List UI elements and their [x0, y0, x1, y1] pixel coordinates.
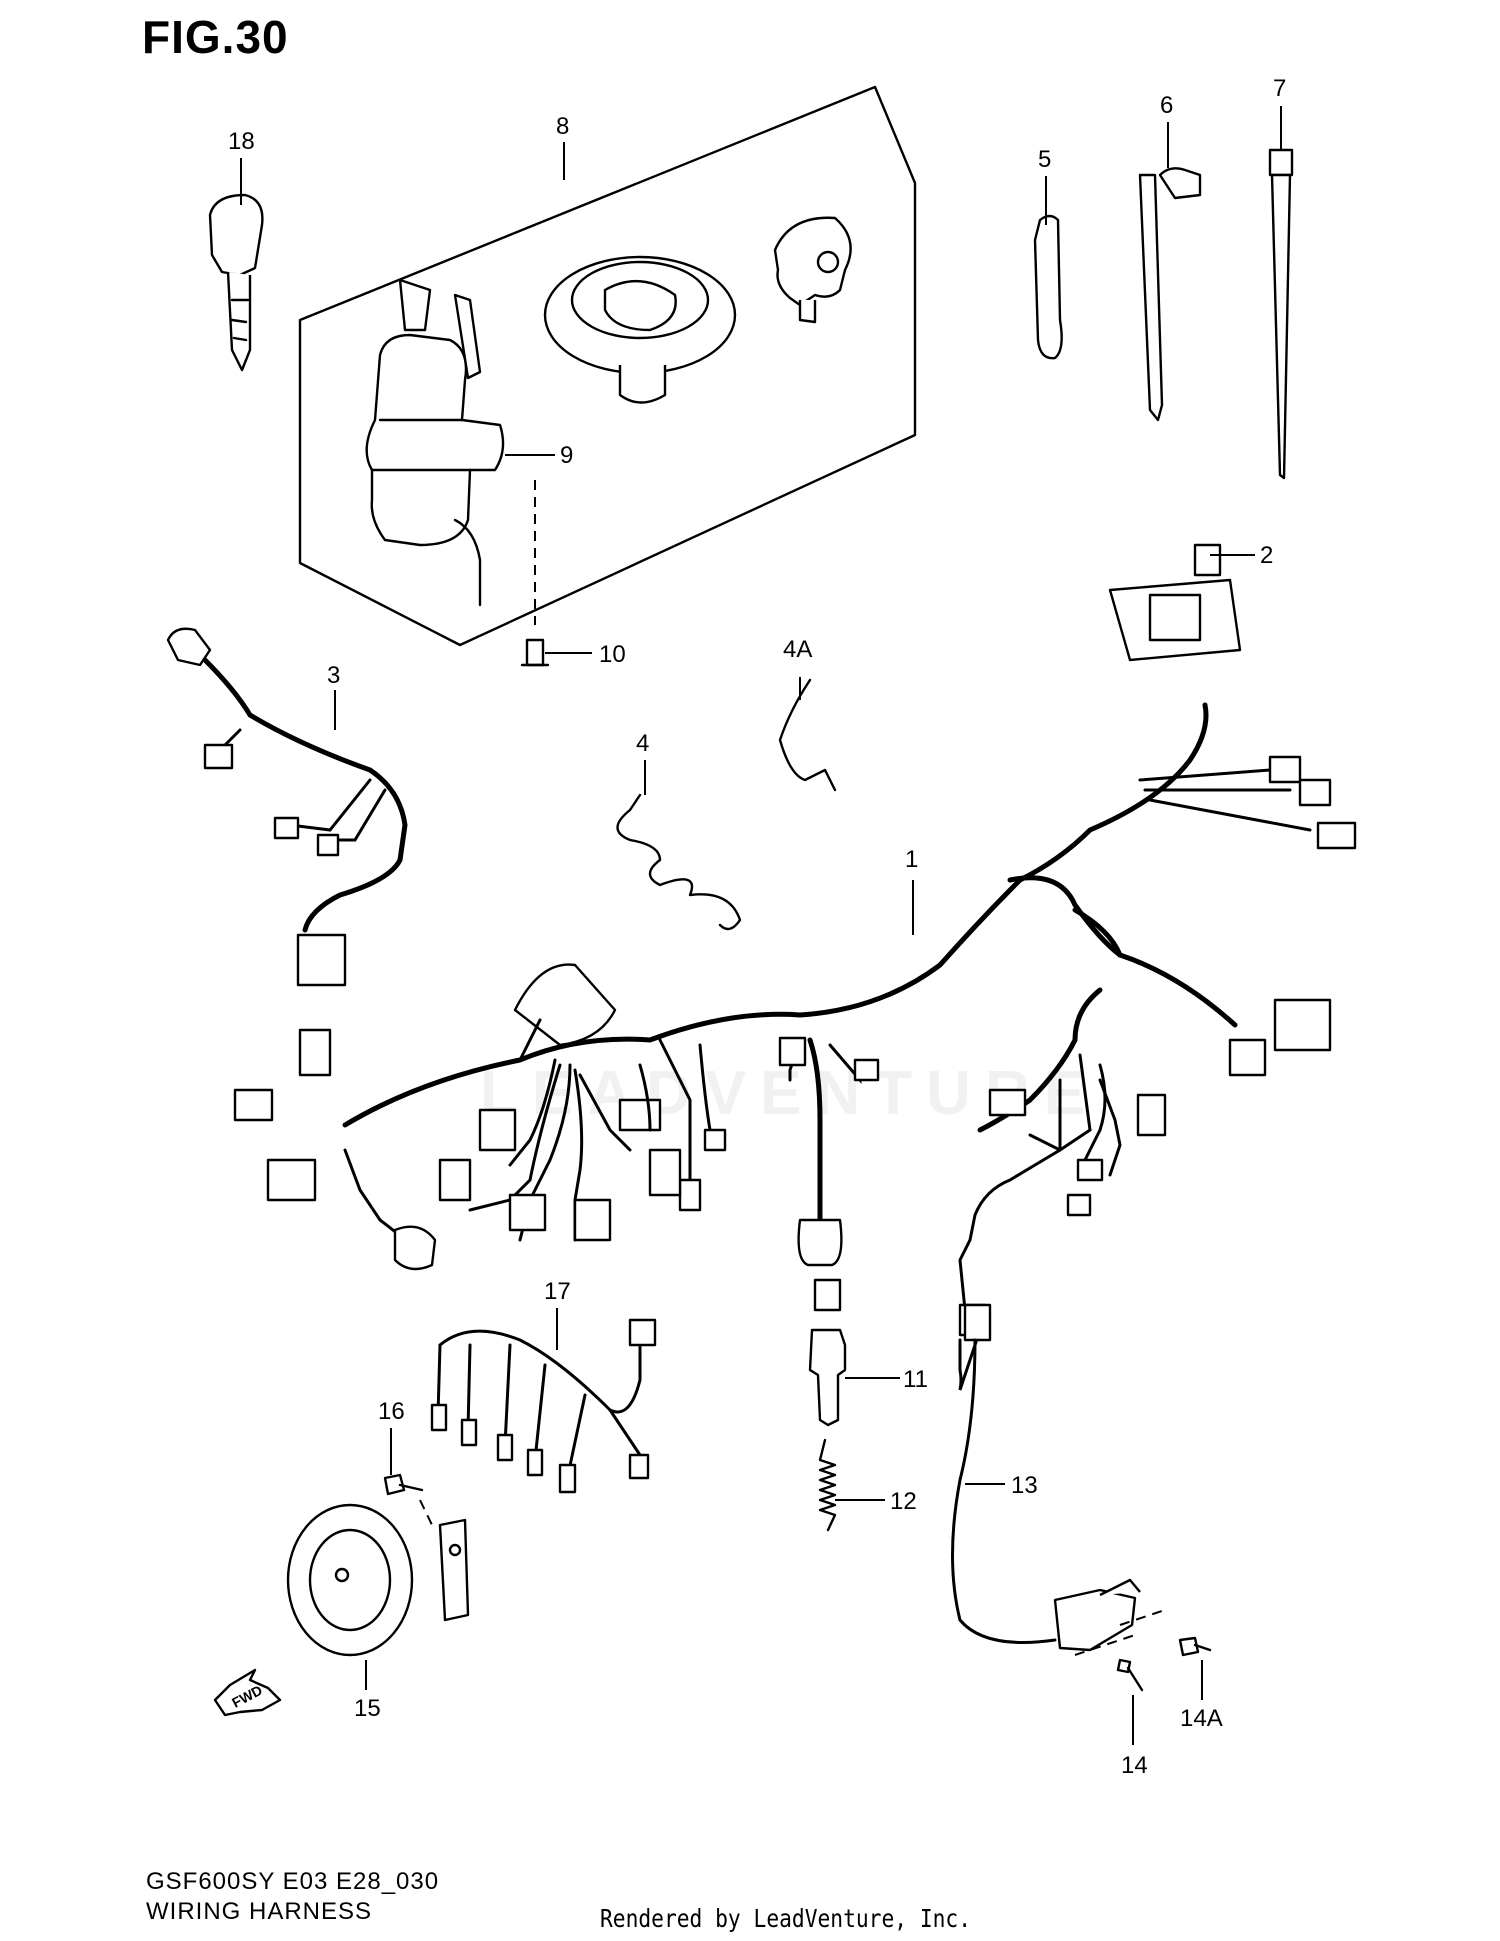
figure-title: FIG.30: [142, 11, 289, 63]
model-code: GSF600SY E03 E28_030: [146, 1868, 440, 1895]
callout-11: 11: [903, 1366, 928, 1393]
callout-14: 14: [1121, 1752, 1148, 1779]
rendered-by-credit: Rendered by LeadVenture, Inc.: [600, 1904, 972, 1933]
fuse-part-2: [1193, 543, 1222, 577]
callout-7: 7: [1273, 75, 1287, 102]
clamp-part-5: [1033, 214, 1063, 360]
screw-part-10: [520, 480, 550, 667]
callout-10: 10: [599, 641, 626, 668]
bolt-part-16: [383, 1473, 433, 1526]
clip-part-4A: [778, 678, 837, 792]
cable-part-13: [951, 1303, 1057, 1644]
callout-8: 8: [556, 113, 570, 140]
callout-12: 12: [890, 1488, 917, 1515]
callout-2: 2: [1260, 542, 1274, 569]
callout-16: 16: [378, 1398, 405, 1425]
callout-9: 9: [560, 442, 574, 469]
callout-6: 6: [1160, 92, 1174, 119]
sub-harness-part-3: [166, 627, 408, 987]
spring-part-12: [818, 1438, 837, 1532]
callout-4A: 4A: [783, 636, 813, 663]
fuel-cap: [543, 255, 737, 404]
spring-part-4: [616, 793, 742, 931]
callout-1: 1: [905, 846, 919, 873]
section-name: WIRING HARNESS: [146, 1898, 373, 1925]
callout-3: 3: [327, 662, 341, 689]
sub-harness-part-17: [430, 1318, 657, 1494]
lock-set-box: [298, 85, 917, 647]
callout-14A: 14A: [1180, 1705, 1223, 1732]
callout-15: 15: [354, 1695, 381, 1722]
switch-part-11: [808, 1328, 847, 1427]
ignition-switch-part-9: [365, 278, 505, 607]
switch-bracket: [1053, 1578, 1166, 1656]
fwd-arrow-icon: FWD: [213, 1668, 282, 1717]
seat-lock: [773, 216, 852, 324]
callout-18: 18: [228, 128, 255, 155]
callout-17: 17: [544, 1278, 571, 1305]
callout-13: 13: [1011, 1472, 1038, 1499]
callout-5: 5: [1038, 146, 1052, 173]
key-part-18: [208, 193, 264, 372]
cable-tie-part-6: [1138, 167, 1202, 422]
callout-4: 4: [636, 730, 650, 757]
horn-part-15: [286, 1503, 470, 1657]
bolt-part-14A: [1178, 1636, 1212, 1657]
bolt-part-14: [1116, 1658, 1144, 1692]
main-harness-part-1: [233, 578, 1357, 1337]
cable-tie-part-7: [1268, 148, 1294, 480]
